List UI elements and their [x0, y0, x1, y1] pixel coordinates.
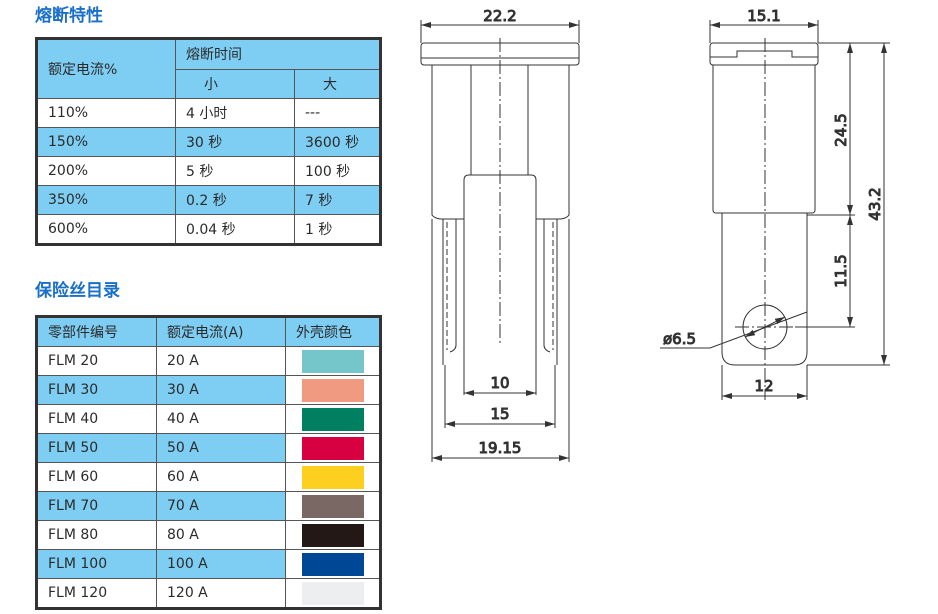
table-row: 110%4 小时--- [36, 98, 381, 128]
color-swatch [302, 581, 364, 605]
cell-color [285, 491, 381, 521]
cell-rated: 60 A [156, 462, 286, 492]
dim-front-tab: 10 [490, 374, 509, 392]
cell-part: FLM 30 [36, 375, 157, 405]
dim-side-top: 15.1 [747, 7, 780, 25]
cell-color [285, 462, 381, 492]
cell-pct: 350% [36, 185, 176, 215]
cell-pct: 200% [36, 156, 176, 186]
cell-min: 30 秒 [175, 127, 295, 157]
cell-part: FLM 120 [36, 578, 157, 609]
catalog-title: 保险丝目录 [35, 281, 120, 301]
dim-side-total: 43.2 [866, 187, 884, 220]
header-color: 外壳颜色 [285, 316, 381, 347]
cell-rated: 120 A [156, 578, 286, 609]
color-swatch [302, 407, 364, 431]
cell-max: 1 秒 [294, 214, 381, 245]
cell-part: FLM 20 [36, 346, 157, 376]
color-swatch [302, 436, 364, 460]
color-swatch [302, 494, 364, 518]
color-swatch [302, 523, 364, 547]
cell-part: FLM 60 [36, 462, 157, 492]
cell-color [285, 578, 381, 609]
cell-max: 7 秒 [294, 185, 381, 215]
cell-color [285, 375, 381, 405]
dim-side-hole: ø6.5 [663, 330, 696, 348]
cell-rated: 30 A [156, 375, 286, 405]
header-min: 小 [175, 68, 295, 99]
cell-min: 4 小时 [175, 98, 295, 128]
dim-front-body: 19.15 [479, 439, 522, 457]
fusing-title: 熔断特性 [35, 6, 103, 26]
dim-side-upper: 24.5 [832, 113, 850, 146]
cell-rated: 80 A [156, 520, 286, 550]
cell-color [285, 404, 381, 434]
cell-max: 100 秒 [294, 156, 381, 186]
cell-part: FLM 70 [36, 491, 157, 521]
front-view [420, 20, 580, 462]
cell-pct: 150% [36, 127, 176, 157]
dim-front-prongs: 15 [490, 405, 509, 423]
header-max: 大 [294, 68, 381, 99]
cell-part: FLM 100 [36, 549, 157, 579]
cell-part: FLM 40 [36, 404, 157, 434]
cell-color [285, 520, 381, 550]
header-part: 零部件编号 [36, 316, 157, 347]
header-time: 熔断时间 [175, 38, 381, 70]
cell-pct: 600% [36, 214, 176, 245]
cell-min: 0.04 秒 [175, 214, 295, 245]
cell-max: 3600 秒 [294, 127, 381, 157]
color-swatch [302, 349, 364, 373]
header-rated: 额定电流% [36, 38, 176, 99]
table-header: 额定电流% 熔断时间 [36, 38, 381, 99]
cell-max: --- [294, 98, 381, 128]
dim-side-lower: 11.5 [832, 254, 850, 287]
color-swatch [302, 465, 364, 489]
cell-part: FLM 50 [36, 433, 157, 463]
side-view [660, 20, 890, 400]
dim-side-tab: 12 [754, 377, 773, 395]
cell-min: 5 秒 [175, 156, 295, 186]
cell-color [285, 346, 381, 376]
color-swatch [302, 552, 364, 576]
dim-front-top: 22.2 [483, 7, 516, 25]
color-swatch [302, 378, 364, 402]
